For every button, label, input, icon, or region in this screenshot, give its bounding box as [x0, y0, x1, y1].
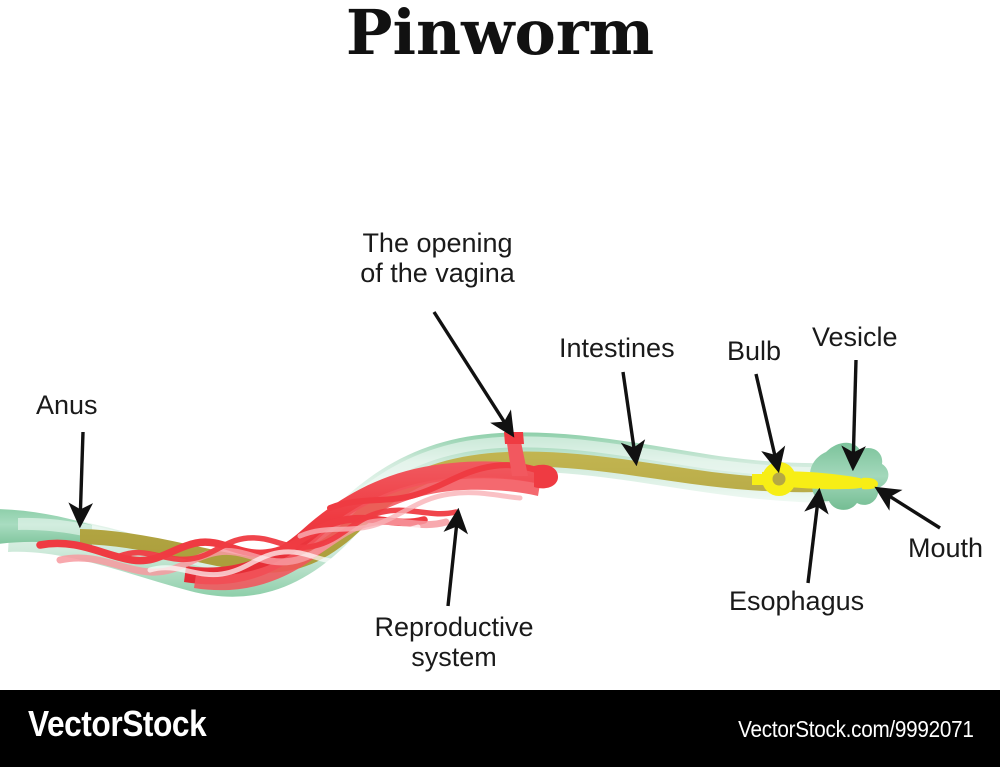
oviduct-coil-6	[297, 490, 523, 539]
label-mouth: Mouth	[908, 533, 984, 563]
uterus-knob	[534, 464, 558, 489]
label-vagina-line2: of the vagina	[360, 258, 515, 289]
arrow-anus	[68, 431, 94, 529]
oviduct-coil-4	[147, 524, 421, 578]
arrow-bulb	[754, 373, 786, 474]
head-region	[752, 442, 889, 510]
leader-arrows	[68, 311, 941, 607]
watermark-footer: VectorStock VectorStock.com/9992071	[0, 690, 1000, 767]
arrow-vagina	[432, 311, 515, 438]
label-vagina-opening: The opening of the vagina	[340, 228, 535, 288]
vectorstock-logo: VectorStock	[28, 703, 207, 744]
bulb-valve	[772, 472, 786, 486]
vectorstock-url: VectorStock.com/9992071	[738, 716, 975, 742]
mouth	[862, 477, 878, 490]
label-vagina-line1: The opening	[362, 228, 513, 258]
label-anus: Anus	[36, 390, 98, 420]
oviduct-coil-3	[117, 507, 459, 563]
arrow-reproductive	[443, 507, 469, 607]
label-esophagus: Esophagus	[729, 586, 865, 616]
label-intestines: Intestines	[559, 333, 675, 363]
pinworm-illustration	[0, 311, 941, 607]
vagina-opening	[504, 432, 524, 444]
worm-body	[0, 432, 889, 597]
label-bulb: Bulb	[727, 336, 782, 366]
arrow-vesicle	[841, 359, 866, 472]
label-vesicle: Vesicle	[812, 322, 898, 352]
arrow-mouth	[874, 486, 941, 530]
label-reproductive-system: Reproductive system	[363, 612, 545, 672]
arrow-intestines	[620, 371, 646, 467]
label-reproductive-line1: Reproductive	[374, 612, 534, 642]
vagina-duct	[506, 437, 528, 476]
page-title: Pinworm	[345, 0, 655, 69]
label-reproductive-line2: system	[411, 642, 497, 673]
arrow-esophagus	[804, 487, 829, 584]
isthmus	[752, 474, 768, 485]
